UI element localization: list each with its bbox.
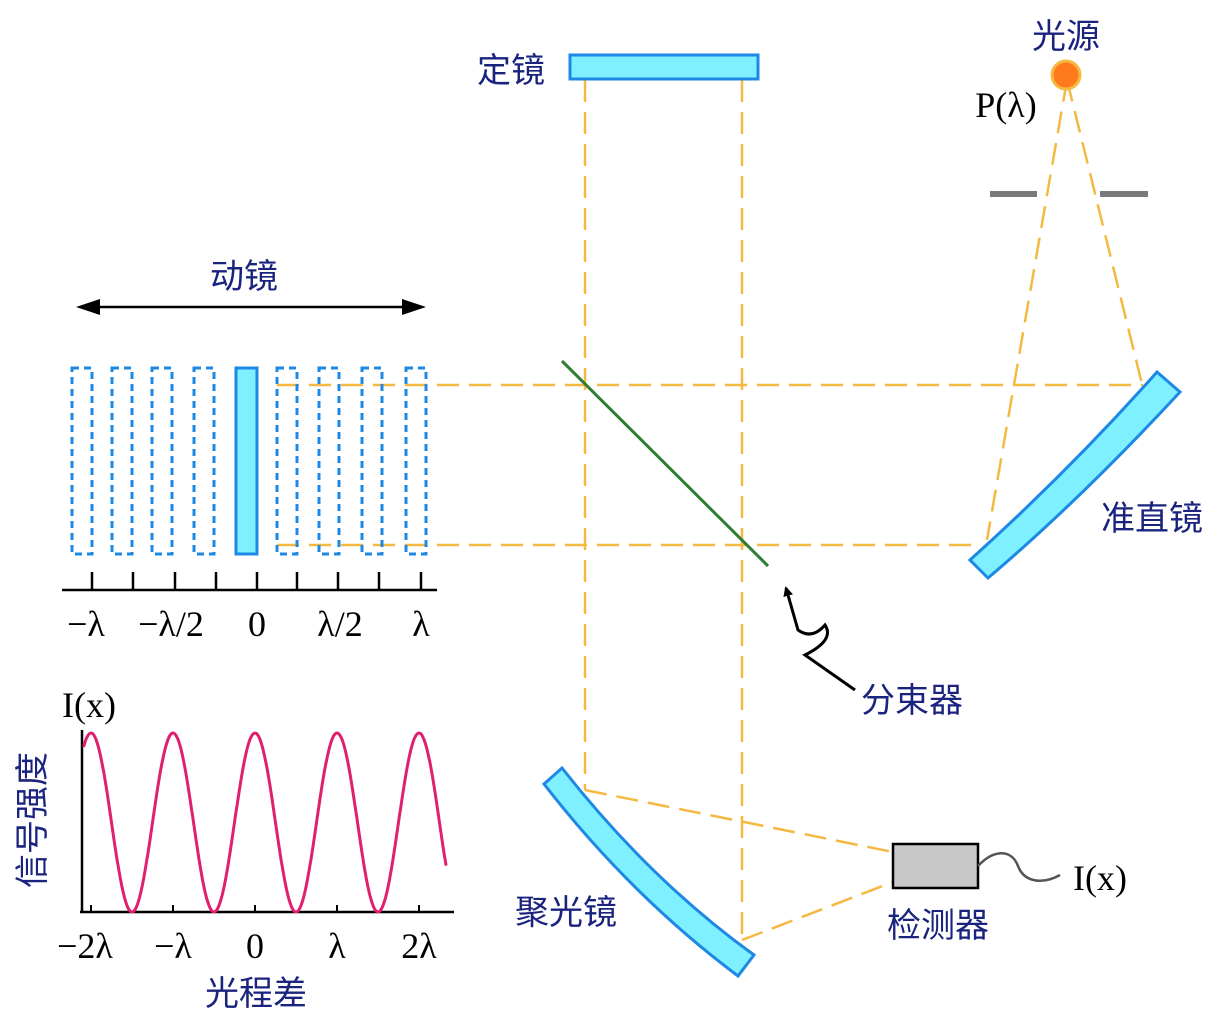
chart-x-tick-label: −λ (154, 926, 192, 966)
condenser-label: 聚光镜 (515, 893, 617, 933)
condenser-mirror (541, 765, 757, 979)
fixed-mirror-label: 定镜 (477, 51, 545, 91)
travel-arrow-left-icon (76, 299, 100, 315)
chart-x-label: 光程差 (205, 974, 307, 1014)
collimator-label: 准直镜 (1101, 499, 1203, 539)
beam-splitter-pointer (783, 586, 856, 692)
detector-box (891, 842, 980, 890)
mirror-ghost-position (404, 366, 428, 556)
mirror-ghost-position (70, 366, 94, 556)
moving-mirror-label: 动镜 (210, 257, 278, 297)
signal-curve (82, 731, 448, 914)
mirror-scale-tick-label: −λ (67, 604, 105, 644)
mirror-scale-tick-label: λ (412, 604, 430, 644)
light-source-dot (1050, 59, 1082, 91)
mirror-scale-tick-label: −λ/2 (138, 604, 204, 644)
travel-arrow-right-icon (402, 299, 426, 315)
fixed-mirror (568, 53, 760, 81)
detector-output-label: I(x) (1073, 858, 1127, 898)
ray-to-detector-top (584, 788, 894, 854)
detector-cable (977, 852, 1061, 883)
mirror-ghost-position (192, 366, 216, 556)
interferogram-chart: I(x) 信号强度 −2λ −λ 0 λ 2λ 光程差 (13, 685, 454, 1014)
mirror-scale: −λ −λ/2 0 λ/2 λ (67, 572, 430, 644)
mirror-scale-tick-label: 0 (248, 604, 266, 644)
detector-label: 检测器 (887, 906, 989, 946)
beam-splitter-label: 分束器 (861, 681, 963, 721)
chart-x-ticks: −2λ −λ 0 λ 2λ (57, 905, 437, 966)
ray-to-detector-bottom (741, 880, 894, 942)
ray-source-left (985, 79, 1069, 541)
mirror-ghost-position (150, 366, 174, 556)
chart-x-tick-label: 2λ (401, 926, 437, 966)
moving-mirror (234, 366, 259, 556)
mirror-scale-tick-label: λ/2 (317, 604, 362, 644)
chart-y-label-top: I(x) (62, 685, 116, 725)
mirror-ghost-position (317, 366, 341, 556)
collimator-mirror (967, 369, 1183, 581)
ray-source-right (1065, 79, 1145, 389)
chart-x-tick-label: λ (328, 926, 346, 966)
chart-x-tick-label: 0 (246, 926, 264, 966)
moving-mirror-ghost-positions (70, 366, 428, 556)
mirror-ghost-position (360, 366, 384, 556)
mirror-ghost-position (110, 366, 134, 556)
chart-x-tick-label: −2λ (57, 926, 113, 966)
light-rays (277, 79, 1145, 942)
source-spectrum-label: P(λ) (975, 85, 1036, 125)
beam-splitter (560, 359, 770, 568)
mirror-ghost-position (275, 366, 299, 556)
light-source-label: 光源 (1032, 17, 1100, 57)
chart-y-label-side: 信号强度 (13, 752, 53, 888)
